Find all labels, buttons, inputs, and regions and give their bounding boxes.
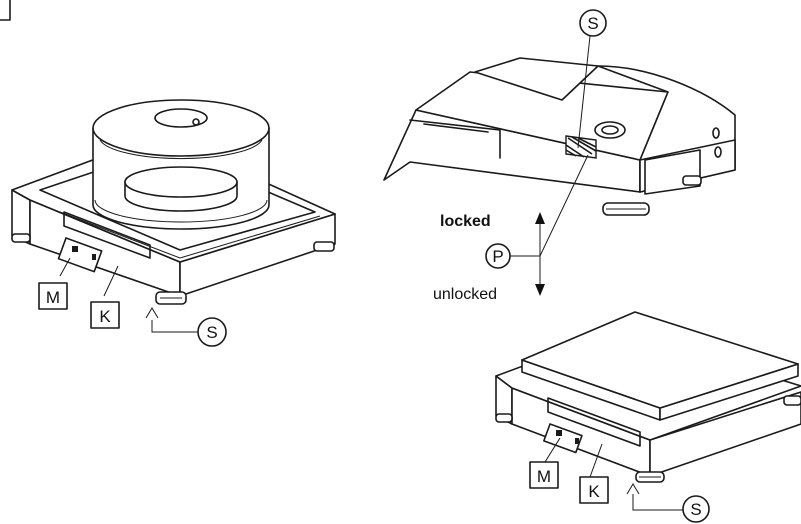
- leader-k-right: [589, 443, 603, 478]
- leader-s-right: [632, 494, 684, 511]
- label-box-k-left: [90, 301, 120, 329]
- weighing-pan: [124, 166, 238, 198]
- side-hole-top: [712, 127, 720, 139]
- analytical-scale-left: [11, 99, 336, 305]
- label-locked: locked: [440, 213, 491, 230]
- leader-p-to-lock: [539, 154, 589, 257]
- label-unlocked: unlocked: [433, 286, 497, 303]
- control-panel: [57, 237, 103, 273]
- switch-indicator: [92, 254, 96, 260]
- platform-edge: [59, 211, 321, 259]
- label-text-k-right: K: [588, 482, 600, 501]
- control-panel-r: [543, 423, 583, 454]
- front-recess-r: [547, 397, 641, 447]
- shield-bottom-ring: [94, 199, 268, 223]
- side-hole-bottom: [714, 146, 722, 158]
- label-text-m-right: M: [537, 467, 551, 486]
- label-k-left: K: [90, 265, 120, 329]
- label-circle-p: [485, 243, 511, 269]
- switch-indicator-r: [575, 438, 579, 444]
- square-weighing-pan: [521, 311, 799, 409]
- label-text-p: P: [492, 247, 503, 266]
- corner-fragment: [0, 0, 11, 21]
- leader-k-left: [103, 265, 119, 297]
- foot-left-rear: [11, 233, 31, 243]
- panel-groove: [409, 119, 501, 159]
- label-box-m-right: [529, 461, 559, 489]
- scale-rear-view: [383, 57, 736, 216]
- lid-opening: [154, 108, 208, 128]
- precision-scale-right: [495, 311, 801, 483]
- label-text-m-left: M: [46, 288, 60, 307]
- leader-m-right: [544, 437, 561, 463]
- arrowhead-s-left: [145, 307, 159, 319]
- draft-shield-lid: [92, 99, 270, 157]
- arrowhead-s-right: [626, 483, 640, 495]
- display-indicator-r: [556, 430, 562, 436]
- leader-s-left: [151, 320, 198, 333]
- base-right-side-r: [649, 391, 801, 477]
- foot-right: [313, 241, 335, 252]
- label-text-k-left: K: [99, 307, 111, 326]
- label-box-m-left: [38, 282, 68, 310]
- panel-line: [423, 123, 489, 133]
- rear-foot-small: [682, 175, 702, 186]
- display-indicator: [72, 246, 78, 252]
- lid-knob: [192, 118, 200, 126]
- leader-s-top: [577, 35, 591, 149]
- label-circle-s-right: [682, 495, 710, 523]
- leader-m-left: [59, 257, 71, 277]
- label-text-s-left: S: [206, 323, 217, 342]
- label-s-right: S: [626, 483, 710, 523]
- label-s-left: S: [145, 307, 227, 347]
- arrow-up: [535, 212, 545, 224]
- label-box-k-right: [579, 476, 609, 504]
- foot-right-r: [783, 395, 801, 406]
- label-circle-s-top: [579, 9, 607, 37]
- front-recess: [63, 211, 151, 259]
- transport-lock: [565, 135, 597, 159]
- label-text-s-top: S: [587, 14, 598, 33]
- foot-left-rear-r: [495, 413, 513, 423]
- level-bubble: [601, 125, 619, 135]
- label-m-right: M: [529, 437, 561, 489]
- lock-direction-indicator: P locked unlocked: [433, 154, 589, 303]
- label-s-top: S: [577, 9, 607, 149]
- arrow-down: [535, 284, 545, 296]
- label-m-left: M: [38, 257, 71, 310]
- label-k-right: K: [579, 443, 609, 504]
- lid-rim: [99, 139, 263, 160]
- label-text-s-right: S: [690, 500, 701, 519]
- label-circle-s-left: [197, 317, 227, 347]
